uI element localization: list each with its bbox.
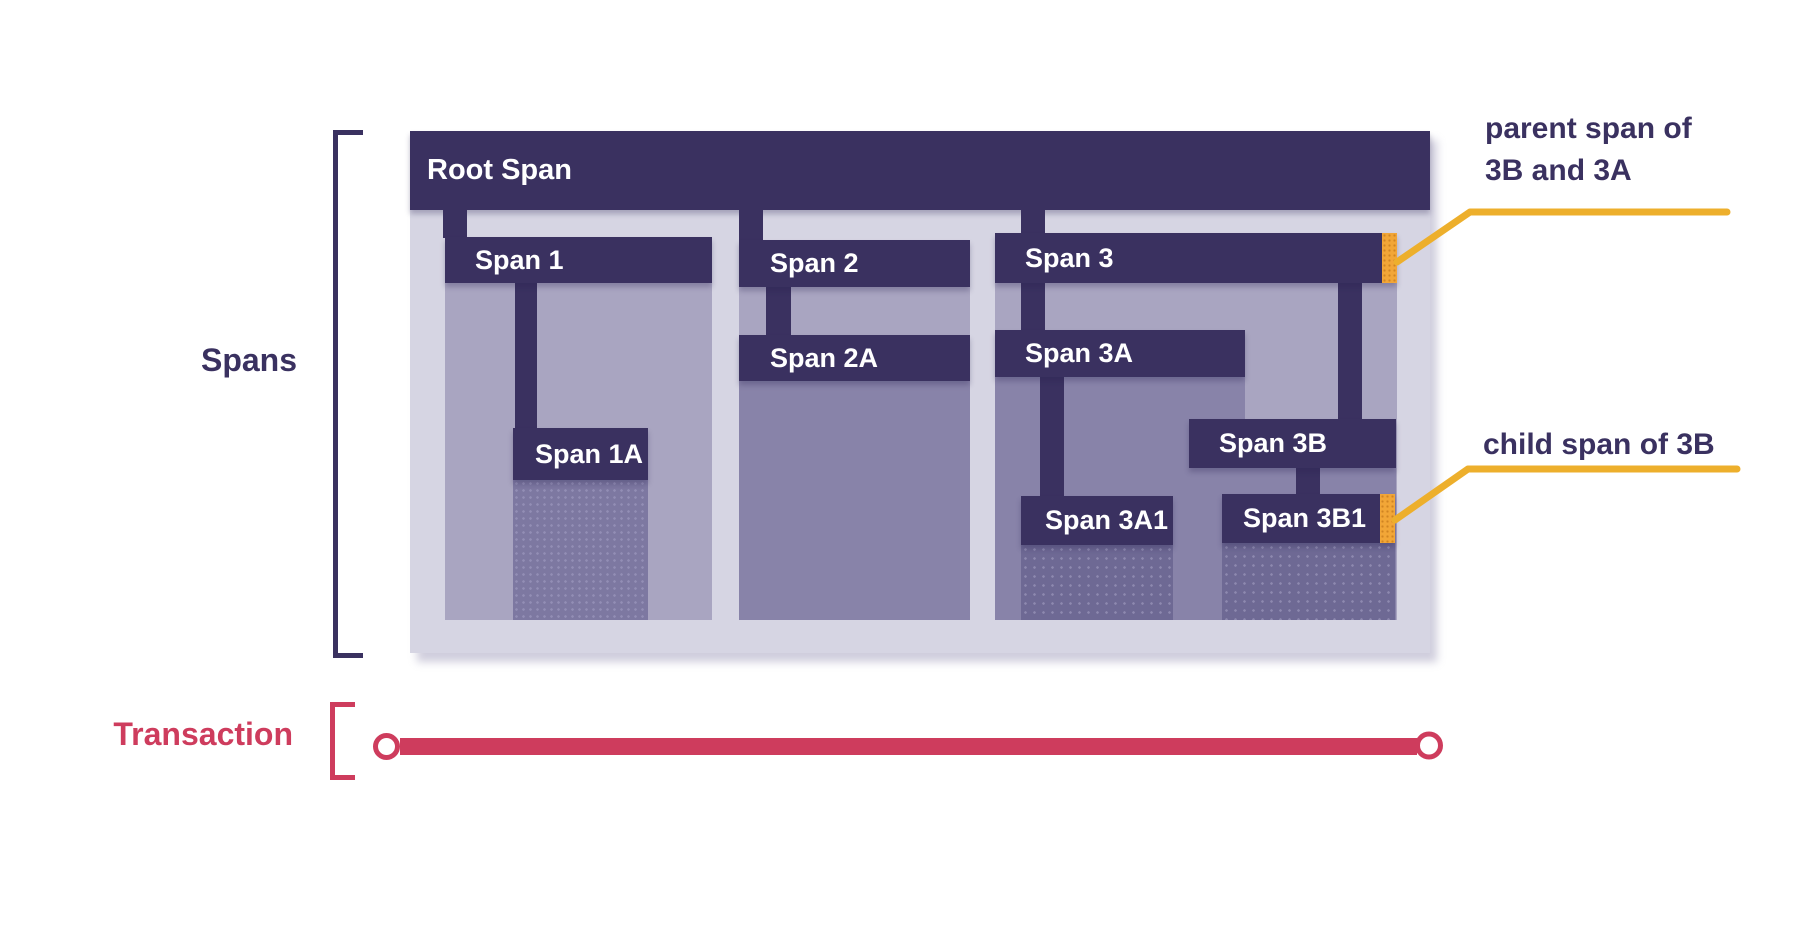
transaction-bracket-top-tick (330, 702, 355, 707)
connector-span-3a-to-3a1 (1040, 377, 1064, 497)
span-3b-bar: Span 3B (1189, 419, 1396, 468)
transaction-bracket-line (330, 702, 335, 780)
transaction-label: Transaction (113, 716, 293, 752)
span-1a-sub-interior (513, 480, 648, 620)
span-3a-label: Span 3A (1025, 338, 1134, 368)
span-2a-bar: Span 2A (739, 335, 970, 381)
span-1a-label: Span 1A (535, 438, 644, 469)
child-span-annotation: child span of 3B (1483, 428, 1715, 461)
span-3-parent-highlight-tip (1382, 233, 1397, 283)
span-1-bar: Span 1 (445, 237, 712, 283)
span-1a-bar: Span 1A (513, 428, 648, 480)
connector-root-to-span-2 (739, 210, 763, 241)
spans-bracket-line (333, 130, 338, 658)
span-3-label: Span 3 (1025, 242, 1114, 273)
child-annotation-callout-line (1391, 465, 1741, 524)
transaction-bracket (330, 702, 355, 780)
span-3a1-label: Span 3A1 (1045, 505, 1169, 535)
transaction-start-point (373, 733, 400, 760)
spans-bracket-bottom-tick (333, 653, 363, 658)
parent-span-annotation-line1: parent span of (1485, 112, 1692, 145)
span-3b1-child-highlight-tip (1380, 494, 1395, 543)
transaction-bracket-bottom-tick (330, 775, 355, 780)
span-3b1-sub-interior (1222, 543, 1395, 620)
span-1-label: Span 1 (475, 244, 564, 275)
spans-bracket-top-tick (333, 130, 363, 135)
parent-span-annotation: parent span of 3B and 3A (1485, 108, 1692, 192)
spans-bracket (333, 130, 363, 658)
span-2-bar: Span 2 (739, 240, 970, 287)
parent-annotation-callout-line (1393, 208, 1731, 266)
span-2-label: Span 2 (770, 248, 859, 278)
span-3-bar: Span 3 (995, 233, 1397, 283)
span-3a1-bar: Span 3A1 (1021, 496, 1173, 545)
connector-root-to-span-3 (1021, 210, 1045, 234)
span-3b-label: Span 3B (1219, 428, 1328, 458)
connector-span-1-to-1a (515, 283, 537, 429)
root-span-label: Root Span (427, 154, 572, 186)
span-2a-label: Span 2A (770, 342, 879, 373)
connector-span-3b-to-3b1 (1296, 468, 1320, 495)
span-2a-sub-interior (739, 381, 970, 620)
connector-span-3-to-3a (1021, 283, 1045, 331)
transaction-timeline (400, 738, 1417, 755)
span-3a-bar: Span 3A (995, 330, 1245, 377)
span-3a1-sub-interior (1021, 545, 1173, 620)
connector-span-3-to-3b (1338, 283, 1362, 420)
root-span-bar: Root Span (410, 131, 1430, 210)
spans-label: Spans (200, 342, 297, 378)
parent-span-annotation-line2: 3B and 3A (1485, 154, 1632, 187)
connector-root-to-span-1 (443, 210, 467, 238)
span-3b1-bar: Span 3B1 (1222, 494, 1395, 543)
span-3b1-label: Span 3B1 (1243, 503, 1367, 533)
transaction-end-point (1415, 731, 1443, 760)
connector-span-2-to-2a (766, 287, 791, 335)
